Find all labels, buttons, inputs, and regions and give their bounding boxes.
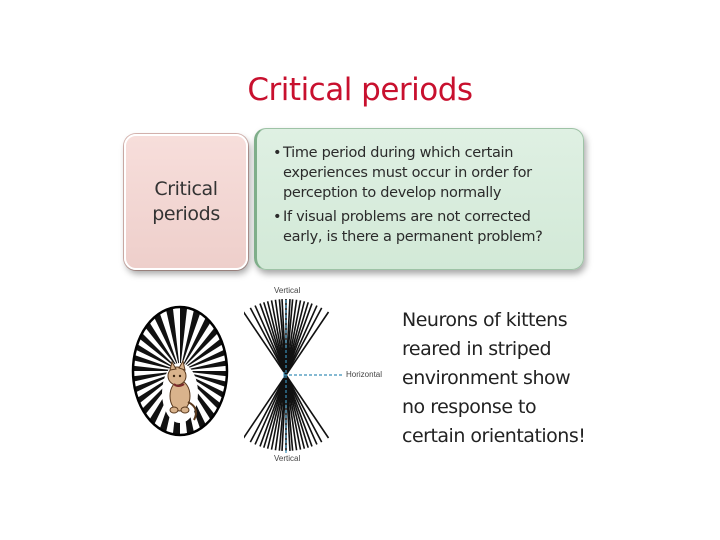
definition-box: • Time period during which certain exper… — [254, 128, 584, 270]
term-line-1: Critical — [154, 178, 218, 200]
bullet-text: If visual problems are not corrected ear… — [283, 209, 543, 245]
stripe — [180, 344, 227, 371]
term-box: Critical periods — [124, 134, 248, 270]
stripe — [133, 371, 180, 435]
term-text: Critical periods — [152, 177, 220, 227]
note-text: Neurons of kittens reared in striped env… — [402, 306, 602, 451]
kitten-striped-cylinder-illustration — [130, 304, 230, 438]
definition-bullet-1: • Time period during which certain exper… — [273, 143, 571, 203]
note-line: reared in striped — [402, 338, 552, 360]
horizontal-label: Horizontal — [346, 370, 383, 379]
orientation-lines — [244, 299, 342, 454]
bullet-marker: • — [273, 209, 282, 225]
orientation-diagram: Vertical Vertical Horizontal — [244, 282, 394, 468]
bullet-marker: • — [273, 145, 282, 161]
stripe — [180, 307, 194, 371]
note-line: environment show — [402, 367, 571, 389]
stripe — [180, 318, 227, 371]
stripe — [133, 371, 180, 424]
note-line: no response to — [402, 396, 537, 418]
stripe — [153, 307, 180, 371]
kitten-icon — [167, 359, 197, 421]
vertical-label-top: Vertical — [274, 286, 301, 295]
slide-title: Critical periods — [247, 72, 473, 108]
stripe — [133, 371, 180, 398]
stripe — [180, 371, 227, 385]
stripe — [180, 371, 227, 411]
bullet-text: Time period during which certain experie… — [283, 145, 532, 201]
note-line: certain orientations! — [402, 425, 586, 447]
vertical-label-bottom: Vertical — [274, 454, 301, 463]
stripe — [180, 307, 227, 371]
kitten-drawing — [131, 305, 229, 437]
note-line: Neurons of kittens — [402, 309, 568, 331]
definition-list: • Time period during which certain exper… — [257, 129, 583, 247]
term-line-2: periods — [152, 203, 220, 225]
stripe — [133, 307, 180, 371]
definition-bullet-2: • If visual problems are not corrected e… — [273, 207, 571, 247]
stripe — [133, 357, 180, 371]
stripe — [133, 331, 180, 371]
stripe — [180, 371, 227, 435]
